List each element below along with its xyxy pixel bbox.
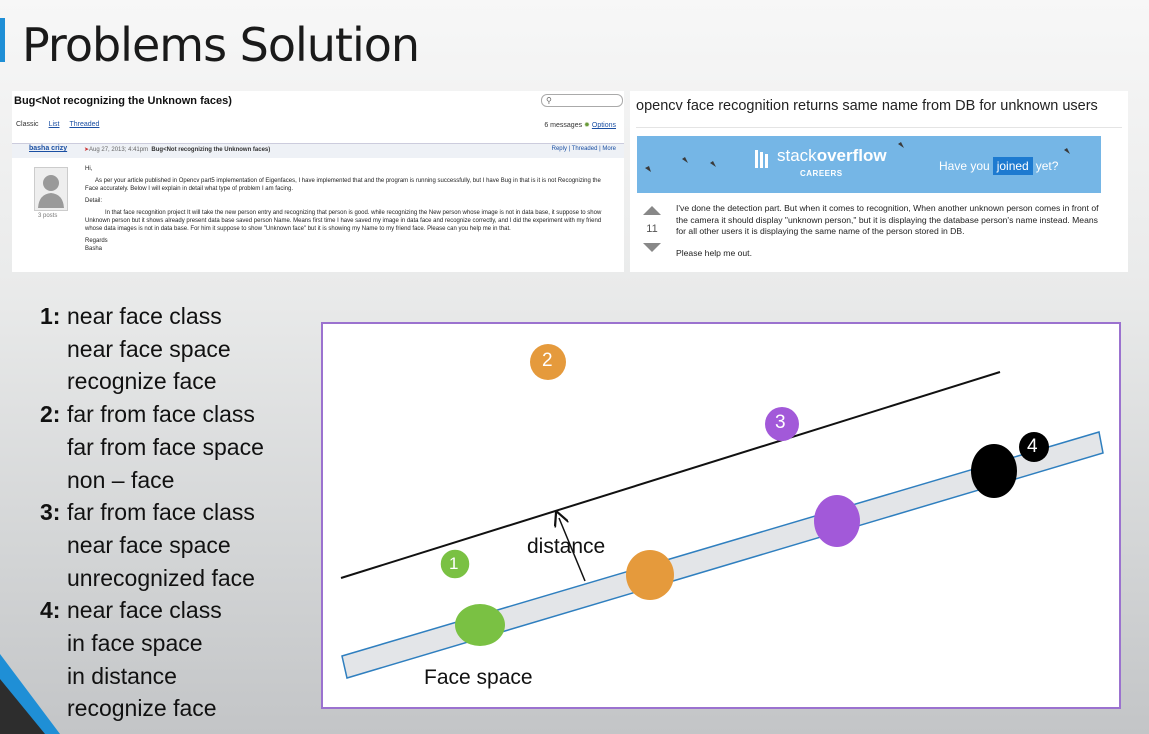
face-point-black <box>971 444 1017 498</box>
banner-yet: yet? <box>1035 159 1059 173</box>
case-line: recognize face <box>67 368 217 395</box>
view-threaded[interactable]: Threaded <box>69 121 100 128</box>
brand-stack: stack <box>777 146 817 165</box>
vote-control: 11 <box>642 206 662 252</box>
case-line: near face class <box>67 303 222 329</box>
avatar <box>34 167 68 211</box>
stackoverflow-screenshot: opencv face recognition returns same nam… <box>630 91 1128 272</box>
case-line: far from face space <box>67 433 264 460</box>
post-actions[interactable]: Reply | Threaded | More <box>551 146 616 152</box>
case-item: 1:near face class near face space recogn… <box>40 300 264 398</box>
face-point-green <box>455 604 505 646</box>
forum-view-options: Classic List Threaded <box>16 121 99 128</box>
messages-count: 6 messages <box>544 122 583 129</box>
post-line: Detail: <box>85 198 103 204</box>
case-number: 2: <box>40 401 61 428</box>
view-list[interactable]: List <box>48 121 60 128</box>
brand-overflow: overflow <box>816 146 887 165</box>
post-author[interactable]: basha crizy <box>29 145 68 152</box>
post-line: In that face recognition project It will… <box>85 210 602 232</box>
banner-have: Have you <box>939 159 990 173</box>
downvote-icon[interactable] <box>643 243 661 252</box>
question-title[interactable]: opencv face recognition returns same nam… <box>636 98 1098 114</box>
forum-search-input[interactable]: ⚲ <box>541 94 623 107</box>
brand-careers: CAREERS <box>800 169 843 178</box>
post-line: Hi, <box>85 166 93 172</box>
slide-title: Problems Solution <box>22 18 420 72</box>
face-point-orange <box>626 550 674 600</box>
post-header-row <box>12 143 624 158</box>
case-line: non – face <box>67 466 175 493</box>
corner-decoration <box>0 654 60 734</box>
brand-logo: stackoverflow <box>777 146 887 166</box>
marker-1-label: 1 <box>449 554 459 573</box>
case-line: near face class <box>67 597 222 624</box>
marker-4-circle <box>1019 432 1049 462</box>
case-number: 1: <box>40 303 61 329</box>
marker-1-circle <box>439 548 471 580</box>
marker-3-label: 3 <box>775 412 786 433</box>
face-point-purple <box>814 495 860 547</box>
post-body: Hi, As per your article published in Ope… <box>85 165 615 257</box>
divider <box>636 127 1122 128</box>
post-date: Aug 27, 2013; 4:41pm <box>89 147 149 153</box>
case-line: far from face class <box>67 499 255 526</box>
case-line: far from face class <box>67 401 255 428</box>
marker-4-label: 4 <box>1027 436 1038 457</box>
gear-icon: ✹ <box>584 122 590 129</box>
vote-count: 11 <box>646 223 658 235</box>
upvote-icon[interactable] <box>643 206 661 215</box>
case-line: near face space <box>67 531 231 558</box>
face-space-diagram: 1 2 3 4 distance Face space <box>321 322 1121 709</box>
options-link[interactable]: Options <box>591 122 616 129</box>
case-line: in distance <box>67 662 177 689</box>
case-item: 3:far from face class near face space un… <box>40 496 264 594</box>
view-classic[interactable]: Classic <box>16 121 39 128</box>
cases-list: 1:near face class near face space recogn… <box>40 300 264 725</box>
distance-reference-line <box>340 371 1001 579</box>
post-subject: Bug<Not recognizing the Unknown faces) <box>151 147 271 153</box>
banner-joined[interactable]: joined <box>992 157 1033 175</box>
post-line: As per your article published in Opencv … <box>85 178 601 192</box>
distance-label: distance <box>527 535 606 558</box>
marker-2-label: 2 <box>542 350 553 371</box>
case-item: 4:near face class in face space in dista… <box>40 594 264 725</box>
question-body: I've done the detection part. But when i… <box>676 203 1106 269</box>
search-icon: ⚲ <box>546 96 552 105</box>
case-number: 4: <box>40 597 61 624</box>
question-paragraph: Please help me out. <box>676 247 752 258</box>
case-line: in face space <box>67 630 203 657</box>
forum-screenshot: Bug<Not recognizing the Unknown faces) ⚲… <box>12 91 624 272</box>
case-item: 2:far from face class far from face spac… <box>40 398 264 496</box>
diagram-canvas <box>340 344 1104 679</box>
forum-thread-title: Bug<Not recognizing the Unknown faces) <box>14 95 232 107</box>
title-accent-bar <box>0 18 5 62</box>
marker-2-circle <box>530 344 566 380</box>
bird-icons <box>645 142 1070 172</box>
face-space-label: Face space <box>424 666 533 689</box>
post-meta: ➤Aug 27, 2013; 4:41pm Bug<Not recognizin… <box>84 147 271 153</box>
author-posts-count: 3 posts <box>38 213 58 219</box>
post-line: Basha <box>85 246 103 252</box>
marker-3-circle <box>765 407 799 441</box>
question-paragraph: I've done the detection part. But when i… <box>676 203 1099 236</box>
case-number: 3: <box>40 499 61 526</box>
case-line: near face space <box>67 335 231 362</box>
forum-messages-count: 6 messages ✹ Options <box>544 121 616 129</box>
post-line: Regards <box>85 238 108 244</box>
case-line: recognize face <box>67 695 217 722</box>
distance-arrow <box>559 518 586 582</box>
case-line: unrecognized face <box>67 564 255 591</box>
